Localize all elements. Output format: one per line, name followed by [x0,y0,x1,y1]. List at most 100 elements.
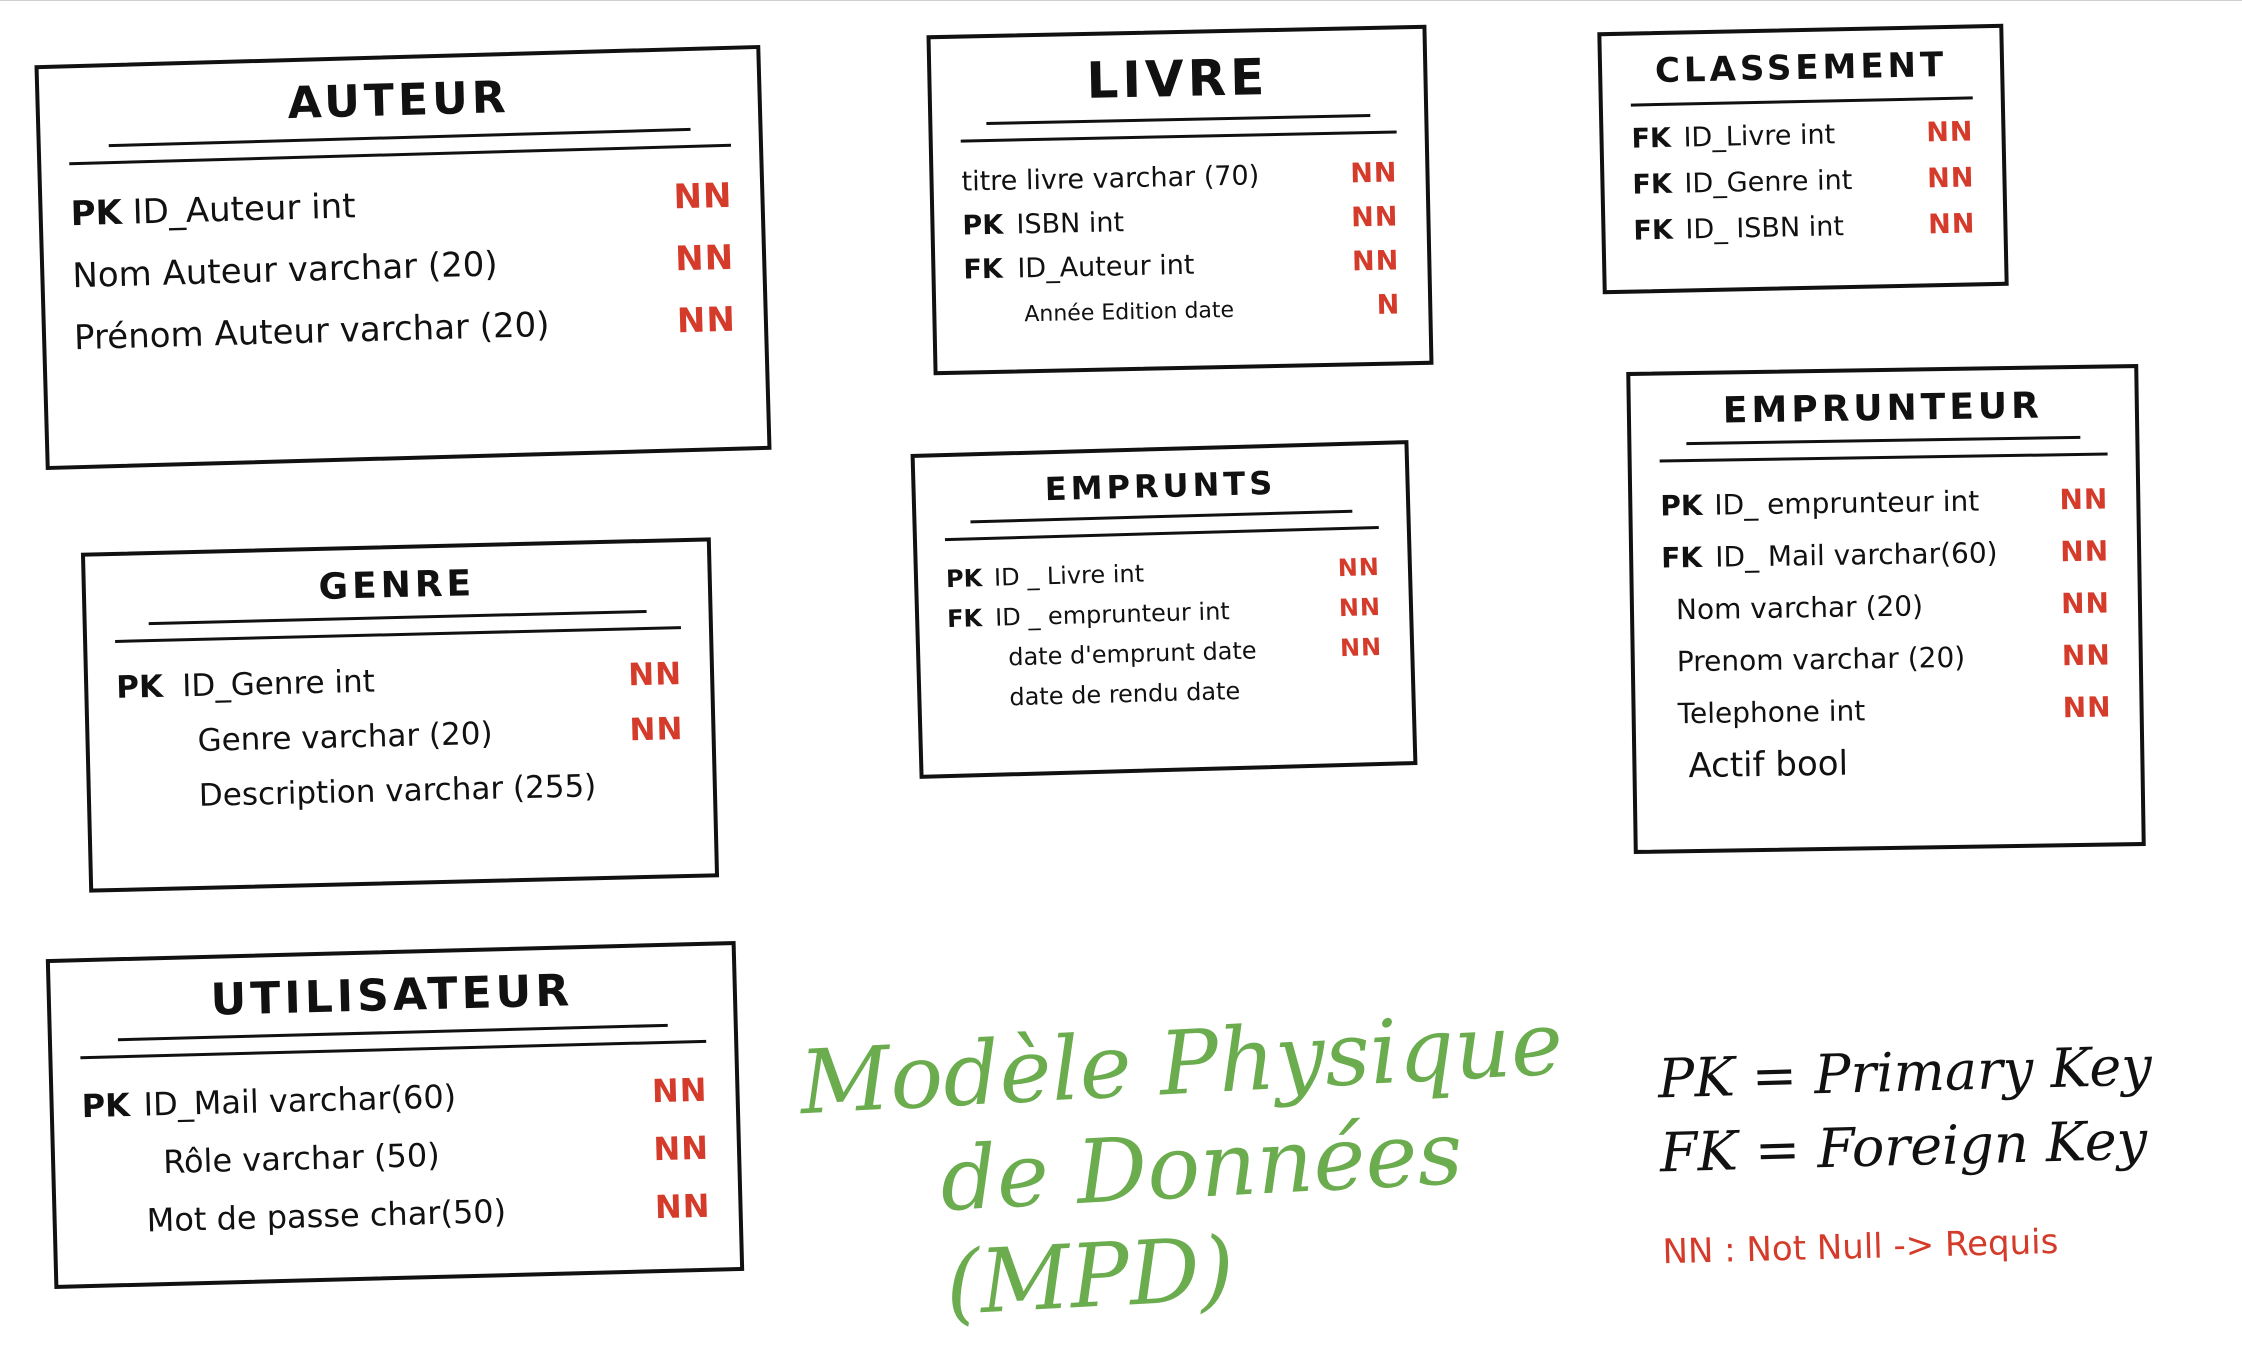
title-underline-double [69,143,732,166]
field-definition: ID_Genre int [1684,164,1853,200]
entity-emprunteur: EMPRUNTEUR PK ID_ emprunteur int NN FK I… [1626,364,2146,854]
not-null-marker: NN [651,1070,708,1111]
field-definition: Prenom varchar (20) [1676,640,1966,679]
legend: PK = Primary Key FK = Foreign Key NN : N… [1657,1028,2223,1275]
entity-livre: LIVRE titre livre varchar (70) NN PK ISB… [926,24,1434,376]
not-null-marker: NN [1927,208,1976,241]
field-definition: Genre varchar (20) [197,715,493,759]
title-underline [1686,435,2081,446]
title-underline-double [115,626,681,643]
field-definition: ISBN int [1016,207,1125,241]
field-definition: Nom varchar (20) [1675,589,1924,627]
field-definition: Telephone int [1677,694,1866,731]
field-row: FK ID_ Mail varchar(60) NN [1661,525,2110,584]
field-definition: Description varchar (255) [198,768,597,814]
entity-title: GENRE [318,563,476,608]
field-key: FK [946,604,983,634]
not-null-marker: NN [1338,592,1382,623]
field-row: Telephone int NN [1663,681,2112,740]
field-key: PK [70,192,123,235]
field-row: FK ID_Genre int NN [1632,155,1975,208]
entity-title: AUTEUR [286,71,511,130]
entity-emprunts: EMPRUNTS PK ID _ Livre int NN FK ID _ em… [910,440,1418,779]
top-border [0,0,2242,1]
field-key: FK [1633,214,1674,247]
field-list: titre livre varchar (70) NN PK ISBN int … [961,151,1401,338]
field-definition: ID_ Mail varchar(60) [1714,536,1998,574]
entity-title: CLASSEMENT [1654,44,1948,92]
not-null-marker: NN [1337,552,1381,583]
field-row: Année Edition date N [964,283,1401,338]
not-null-marker: NN [652,1128,710,1169]
entity-title: EMPRUNTEUR [1722,385,2044,432]
field-row: FK ID_ ISBN int NN [1633,201,1976,254]
field-list: PK ID_Mail varchar(60) NN Rôle varchar (… [81,1061,711,1251]
field-key: PK [962,209,1004,242]
field-definition: Mot de passe char(50) [146,1192,507,1240]
model-title-line2: de Données (MPD) [937,1100,1465,1335]
not-null-marker: NN [676,299,737,342]
legend-nn: NN : Not Null -> Requis [1662,1221,2059,1273]
not-null-marker: NN [2059,482,2109,517]
field-key: PK [1660,488,1703,523]
not-null-marker: NN [2062,690,2112,725]
field-list: PK ID_Genre int NN Genre varchar (20) NN… [116,647,686,826]
not-null-marker: NN [629,711,684,749]
title-underline [148,609,647,626]
not-null-marker: NN [1349,157,1398,190]
field-key: FK [1631,122,1672,155]
entity-utilisateur: UTILISATEUR PK ID_Mail varchar(60) NN Rô… [45,941,745,1289]
field-row: Nom varchar (20) NN [1662,577,2111,636]
field-row: Actif bool [1664,733,2113,792]
not-null-marker: NN [2060,586,2111,621]
field-list: PK ID _ Livre int NN FK ID _ emprunteur … [946,547,1384,719]
entity-classement: CLASSEMENT FK ID_Livre int NN FK ID_Genr… [1597,23,2009,295]
field-key: FK [1660,540,1703,575]
title-underline [1630,96,1973,107]
title-underline-double [960,130,1397,143]
not-null-marker: NN [2059,534,2110,569]
field-definition: ID_ emprunteur int [1714,484,1980,522]
title-underline-double [944,525,1379,542]
not-null-marker: NN [1339,632,1383,663]
title-underline [970,509,1353,524]
title-underline-double [1659,452,2108,463]
field-row: Prenom varchar (20) NN [1662,629,2111,688]
model-title: Modèle Physique de Données (MPD) [792,989,1627,1343]
field-list: PK ID_Auteur int NN Nom Auteur varchar (… [70,165,737,369]
field-key: PK [945,564,983,594]
title-underline-double [80,1039,707,1060]
field-definition: ID_Auteur int [1017,249,1195,285]
legend-fk: FK = Foreign Key [1659,1108,2148,1185]
field-key: FK [1632,168,1673,201]
not-null-marker: NN [654,1186,711,1227]
entity-title: UTILISATEUR [210,965,574,1026]
field-row: PK ID_ emprunteur int NN [1660,473,2109,532]
not-null-marker: NN [1926,162,1975,195]
not-null-marker: NN [2061,638,2112,673]
not-null-marker: NN [1350,201,1399,234]
not-null-marker: NN [674,237,735,280]
not-null-marker: NN [1925,116,1974,149]
title-underline [117,1023,669,1042]
field-key: FK [963,253,1004,286]
entity-genre: GENRE PK ID_Genre int NN Genre varchar (… [80,537,720,893]
field-list: PK ID_ emprunteur int NN FK ID_ Mail var… [1660,473,2113,792]
entity-auteur: AUTEUR PK ID_Auteur int NN Nom Auteur va… [34,44,772,471]
not-null-marker: NN [1351,245,1400,278]
field-list: FK ID_Livre int NN FK ID_Genre int NN FK… [1631,109,1976,254]
field-definition: ID_Livre int [1683,119,1836,154]
field-row: FK ID_Livre int NN [1631,109,1974,162]
not-null-marker: NN [627,656,683,694]
entity-title: LIVRE [1085,48,1269,110]
not-null-marker: NN [672,175,733,218]
field-definition: titre livre varchar (70) [961,160,1260,198]
entity-title: EMPRUNTS [1044,463,1277,509]
field-definition: Année Edition date [1024,297,1235,328]
field-definition: Actif bool [1688,743,1849,787]
field-key: PK [115,668,164,706]
field-key: PK [81,1085,131,1126]
title-underline [986,114,1371,126]
field-definition: ID_ ISBN int [1685,211,1845,246]
not-null-marker: N [1376,289,1401,321]
